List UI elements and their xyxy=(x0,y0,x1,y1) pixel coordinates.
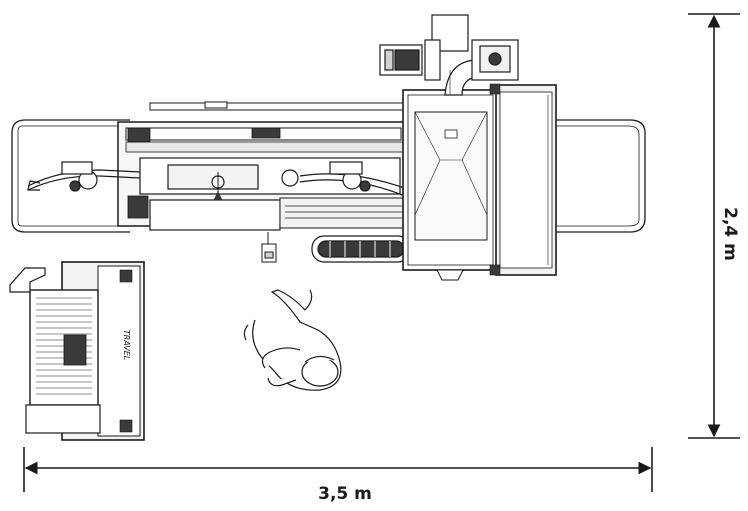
operator-figure xyxy=(243,289,342,391)
side-unit xyxy=(9,261,145,441)
height-dimension xyxy=(688,13,740,439)
width-dimension xyxy=(23,447,653,492)
conveyor-track xyxy=(311,235,411,263)
motor-and-duct xyxy=(379,14,519,96)
left-arm-assembly xyxy=(27,161,141,192)
foot-pedal xyxy=(261,232,277,263)
main-machine-body xyxy=(117,101,409,231)
side-unit-brand: TRAVEL xyxy=(122,330,131,361)
right-arm-assembly xyxy=(281,161,411,197)
cabinet-unit xyxy=(402,83,557,281)
height-dimension-label: 2,4 m xyxy=(720,207,740,261)
width-dimension-label: 3,5 m xyxy=(318,484,372,504)
outer-track-frame xyxy=(11,119,646,233)
